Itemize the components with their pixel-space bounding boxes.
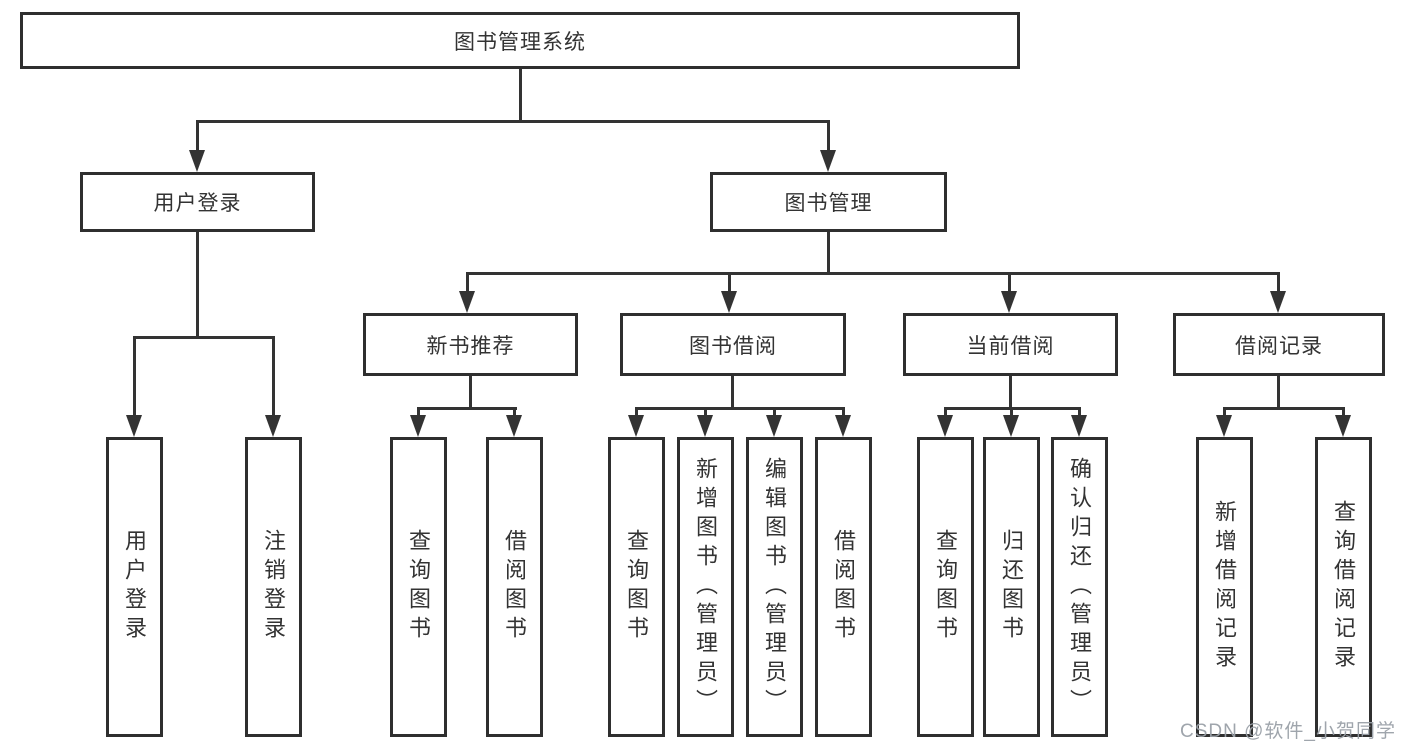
arrow-leaf-logout <box>265 415 281 437</box>
connector-mgmt-stem <box>827 232 830 275</box>
connector-mgmt-branch <box>466 272 1280 275</box>
leaf-borrow-books-1: 借阅图书 <box>486 437 543 737</box>
leaf-confirm-return-admin: 确认归还（管理员） <box>1051 437 1108 737</box>
node-borrowing-records: 借阅记录 <box>1173 313 1385 376</box>
node-user-login: 用户登录 <box>80 172 315 232</box>
connector-root-stem <box>519 68 522 122</box>
csdn-watermark: CSDN @软件_小贺同学 <box>1180 721 1396 742</box>
connector-newbooks-stem <box>469 376 472 410</box>
connector-records-stem <box>1277 376 1280 410</box>
connector-drop <box>513 407 516 417</box>
connector-drop-user-login <box>196 120 199 152</box>
arrow-book-mgmt <box>820 150 836 172</box>
leaf-query-borrow-record: 查询借阅记录 <box>1315 437 1372 737</box>
arrow-leaf <box>1335 415 1351 437</box>
connector-drop-book-borrow <box>728 272 731 293</box>
leaf-query-books-3: 查询图书 <box>917 437 974 737</box>
connector-drop <box>944 407 947 417</box>
node-book-management: 图书管理 <box>710 172 947 232</box>
arrow-leaf <box>628 415 644 437</box>
node-library-management-system: 图书管理系统 <box>20 12 1020 69</box>
connector-drop-leaf-login <box>133 336 136 419</box>
arrow-leaf <box>766 415 782 437</box>
connector-drop <box>1342 407 1345 417</box>
connector-drop <box>1223 407 1226 417</box>
connector-borrow-branch <box>635 407 845 410</box>
arrow-leaf <box>937 415 953 437</box>
arrow-leaf <box>1071 415 1087 437</box>
connector-drop-leaf-logout <box>272 336 275 419</box>
node-new-book-recommend: 新书推荐 <box>363 313 578 376</box>
connector-drop-new-books <box>466 272 469 293</box>
arrow-current-borrow <box>1001 291 1017 313</box>
connector-drop-book-mgmt <box>827 120 830 152</box>
arrow-leaf <box>1003 415 1019 437</box>
arrow-leaf <box>1216 415 1232 437</box>
node-book-borrowing: 图书借阅 <box>620 313 846 376</box>
connector-drop-current-borrow <box>1008 272 1011 293</box>
arrow-user-login <box>189 150 205 172</box>
leaf-return-books: 归还图书 <box>983 437 1040 737</box>
connector-root-branch <box>196 120 830 123</box>
connector-borrow-stem <box>731 376 734 410</box>
leaf-user-login: 用户登录 <box>106 437 163 737</box>
connector-drop <box>417 407 420 417</box>
connector-drop <box>773 407 776 417</box>
connector-drop <box>1078 407 1081 417</box>
leaf-add-borrow-record: 新增借阅记录 <box>1196 437 1253 737</box>
arrow-leaf <box>506 415 522 437</box>
leaf-query-books-2: 查询图书 <box>608 437 665 737</box>
leaf-logout: 注销登录 <box>245 437 302 737</box>
connector-newbooks-branch <box>417 407 517 410</box>
arrow-leaf <box>410 415 426 437</box>
connector-login-branch <box>133 336 275 339</box>
connector-login-stem <box>196 232 199 339</box>
connector-current-stem <box>1009 376 1012 410</box>
arrow-leaf-login <box>126 415 142 437</box>
connector-drop-borrow-records <box>1277 272 1280 293</box>
connector-drop <box>842 407 845 417</box>
arrow-leaf <box>697 415 713 437</box>
leaf-query-books-1: 查询图书 <box>390 437 447 737</box>
leaf-edit-books-admin: 编辑图书（管理员） <box>746 437 803 737</box>
arrow-new-books <box>459 291 475 313</box>
connector-drop <box>1010 407 1013 417</box>
arrow-borrow-records <box>1270 291 1286 313</box>
leaf-borrow-books-2: 借阅图书 <box>815 437 872 737</box>
leaf-add-books-admin: 新增图书（管理员） <box>677 437 734 737</box>
node-current-borrowing: 当前借阅 <box>903 313 1118 376</box>
connector-records-branch <box>1223 407 1345 410</box>
connector-drop <box>635 407 638 417</box>
arrow-book-borrow <box>721 291 737 313</box>
arrow-leaf <box>835 415 851 437</box>
connector-drop <box>704 407 707 417</box>
